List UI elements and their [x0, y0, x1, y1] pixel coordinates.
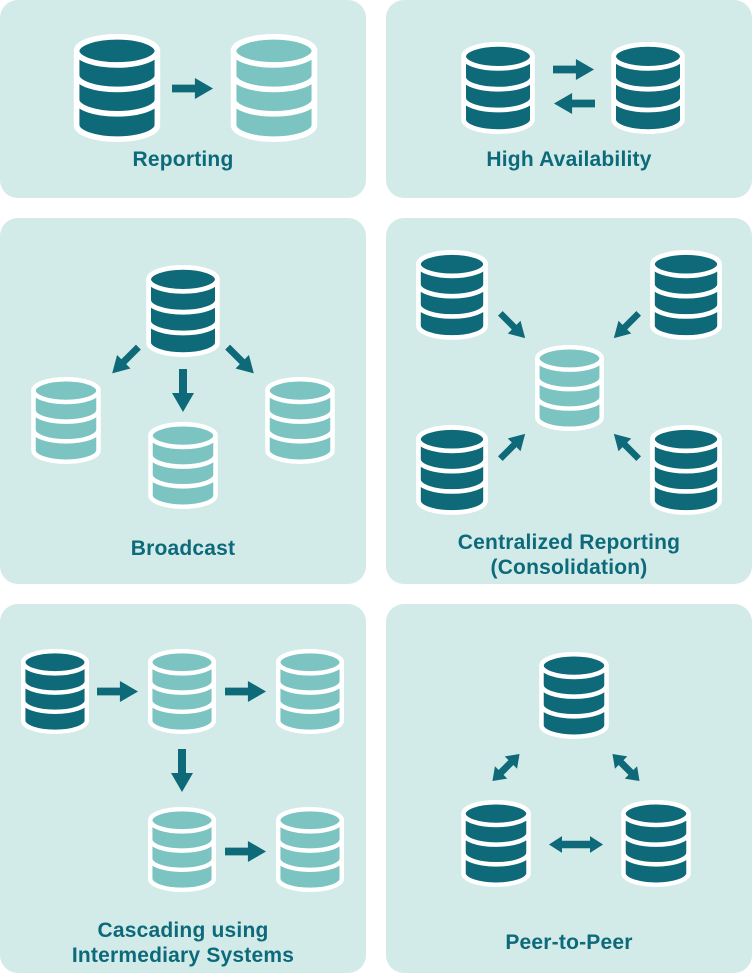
database-icon-replica [262, 377, 338, 464]
arrow-down-icon [170, 749, 194, 793]
arrow-down-icon [171, 369, 195, 413]
panel-label: Peer-to-Peer [386, 930, 752, 955]
database-icon-replica [273, 649, 347, 734]
arrow-right-icon [553, 58, 595, 81]
panel-label-line: (Consolidation) [490, 556, 648, 579]
panel-label: Broadcast [0, 536, 366, 561]
database-icon-replica [227, 34, 321, 142]
arrow-left-icon [553, 92, 595, 115]
panel-centralized-reporting: Centralized Reporting (Consolidation) [386, 218, 752, 584]
arrow-down-right-icon [220, 340, 262, 382]
database-icon-primary [143, 265, 223, 357]
database-icon-replica [145, 422, 221, 509]
arrow-bidirectional-icon [604, 745, 649, 790]
panel-high-availability: High Availability [386, 0, 752, 198]
panel-peer-to-peer: Peer-to-Peer [386, 604, 752, 973]
arrow-up-left-icon [606, 426, 646, 466]
database-icon-primary [458, 42, 538, 134]
arrow-down-left-icon [606, 306, 646, 346]
arrow-right-icon [172, 77, 214, 100]
database-icon-primary [618, 800, 694, 887]
arrow-up-right-icon [493, 426, 533, 466]
panel-label: Cascading using Intermediary Systems [0, 918, 366, 968]
database-icon-replica [145, 807, 219, 892]
database-icon-primary [70, 34, 164, 142]
database-icon-replica [145, 649, 219, 734]
database-icon-replica [28, 377, 104, 464]
panel-label: High Availability [386, 147, 752, 172]
arrow-bidirectional-icon [548, 834, 604, 855]
panel-label-line: Centralized Reporting [457, 531, 681, 554]
panel-reporting: Reporting [0, 0, 366, 198]
panel-label-line: Intermediary Systems [71, 944, 295, 967]
panel-label-line: High Availability [486, 148, 652, 171]
database-icon-primary [608, 42, 688, 134]
panel-cascading: Cascading using Intermediary Systems [0, 604, 366, 973]
panel-label-line: Broadcast [130, 537, 236, 560]
database-icon-primary [647, 425, 725, 515]
panel-label: Centralized Reporting (Consolidation) [386, 530, 752, 580]
arrow-down-right-icon [493, 306, 533, 346]
arrow-bidirectional-icon [484, 745, 529, 790]
panel-label: Reporting [0, 147, 366, 172]
arrow-down-left-icon [104, 340, 146, 382]
database-icon-replica [273, 807, 347, 892]
database-icon-primary [413, 250, 491, 340]
arrow-right-icon [97, 680, 139, 703]
panel-broadcast: Broadcast [0, 218, 366, 584]
panel-label-line: Cascading using [97, 919, 269, 942]
panel-label-line: Reporting [132, 148, 234, 171]
arrow-right-icon [225, 680, 267, 703]
database-icon-primary [413, 425, 491, 515]
arrow-right-icon [225, 840, 267, 863]
database-icon-primary [536, 652, 612, 739]
database-icon-primary [647, 250, 725, 340]
database-icon-primary [458, 800, 534, 887]
database-icon-replica [532, 345, 607, 431]
panel-label-line: Peer-to-Peer [505, 931, 633, 954]
database-icon-primary [18, 649, 92, 734]
